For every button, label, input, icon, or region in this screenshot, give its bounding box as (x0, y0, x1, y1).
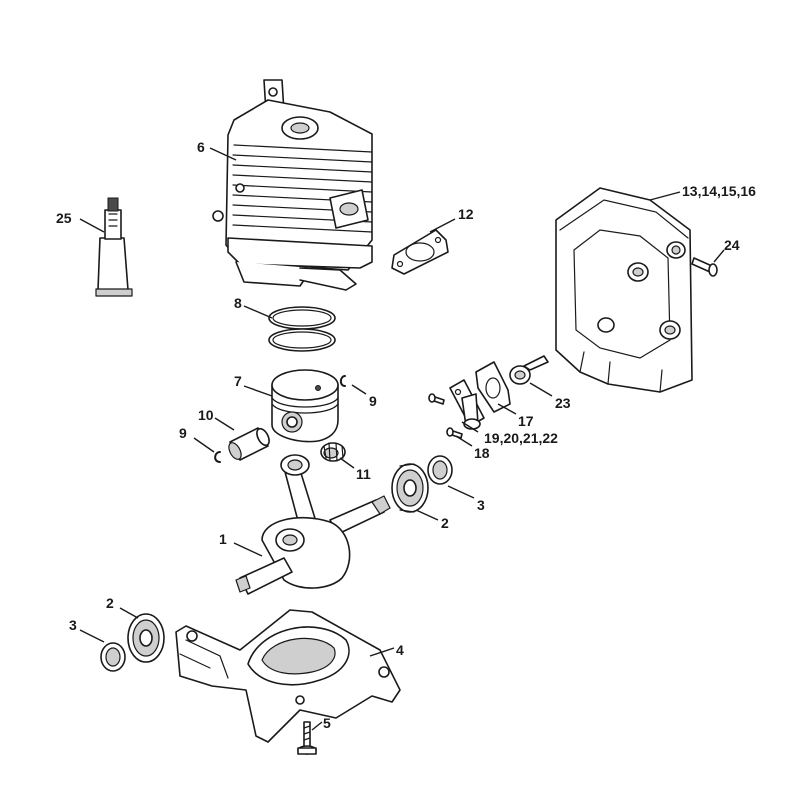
callout-10: 10 (198, 407, 214, 423)
callout-11: 11 (356, 466, 371, 482)
callout-1: 1 (219, 531, 227, 547)
part-13-16-muffler (555, 187, 693, 393)
callout-labels: 6 25 12 8 7 9 10 9 11 1 2 3 2 3 4 5 13,1… (56, 139, 756, 731)
callout-23: 23 (555, 395, 571, 411)
callout-9-lower: 9 (179, 425, 187, 441)
part-4-crankcase (175, 609, 401, 743)
callout-24: 24 (724, 237, 740, 253)
part-3-seal-upper (427, 455, 453, 485)
callout-3-upper: 3 (477, 497, 485, 513)
callout-25: 25 (56, 210, 72, 226)
part-9-circlip-top (339, 375, 346, 387)
callout-18: 18 (474, 445, 490, 461)
callout-6: 6 (197, 139, 205, 155)
part-11-needle-cage (320, 442, 346, 462)
callout-4: 4 (396, 642, 404, 658)
part-2-bearing-lower (127, 613, 165, 663)
part-2-bearing-upper (391, 463, 429, 513)
part-7-piston (271, 369, 339, 443)
callout-19-20-21-22: 19,20,21,22 (484, 430, 558, 446)
callout-2-upper: 2 (441, 515, 449, 531)
part-25-grease-tube (95, 197, 133, 297)
part-3-seal-lower (100, 642, 126, 672)
part-9-circlip-bottom (214, 451, 221, 463)
callout-3-lower: 3 (69, 617, 77, 633)
callout-17: 17 (518, 413, 534, 429)
part-6-cylinder (212, 79, 373, 291)
part-17-gasket (475, 361, 511, 413)
part-12-gasket (391, 229, 449, 275)
callout-2-lower: 2 (106, 595, 114, 611)
callout-9-upper: 9 (369, 393, 377, 409)
callout-5: 5 (323, 715, 331, 731)
callout-13-14-15-16: 13,14,15,16 (682, 183, 756, 199)
callout-12: 12 (458, 206, 474, 222)
callout-8: 8 (234, 295, 242, 311)
part-23-washer (509, 355, 549, 385)
part-1-crankshaft (235, 454, 391, 595)
callout-7: 7 (234, 373, 242, 389)
part-5-screw (297, 721, 317, 755)
leader-lines (79, 147, 725, 731)
part-10-piston-pin (228, 427, 270, 461)
part-8-piston-rings (268, 306, 336, 352)
part-24-screw (691, 257, 718, 277)
part-18-screws (428, 393, 463, 439)
